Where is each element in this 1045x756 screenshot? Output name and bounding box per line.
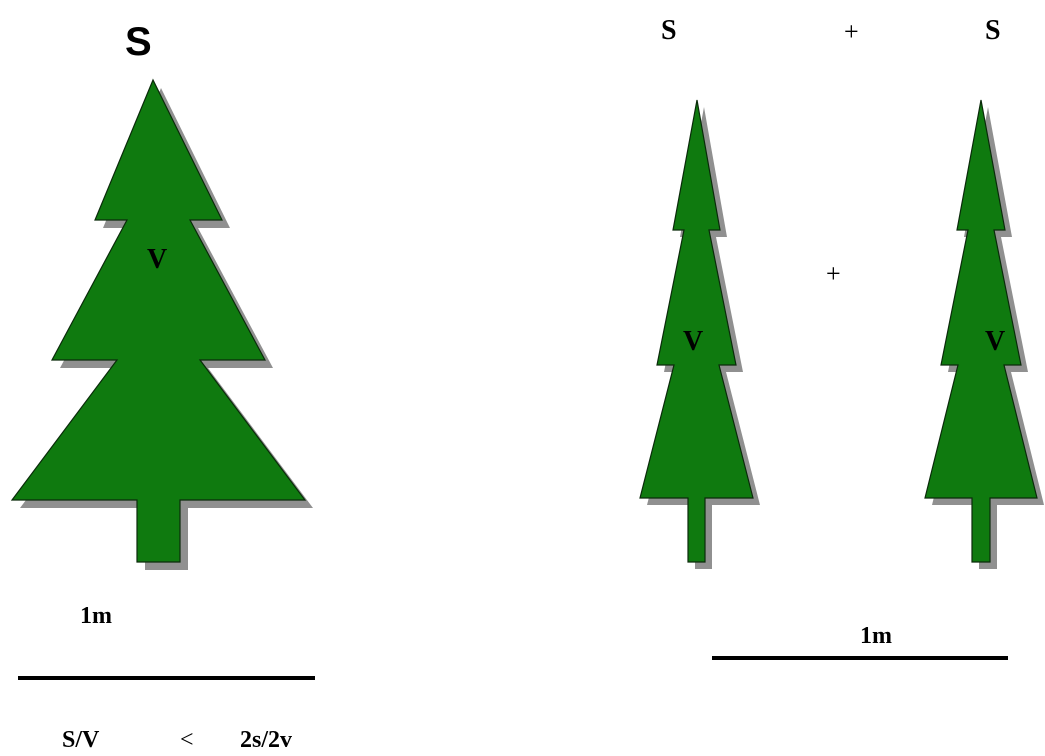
formula-lhs: S/V: [62, 727, 100, 753]
large-tree-surface-label: S: [125, 20, 152, 64]
large-tree-body: [10, 78, 307, 563]
plus-sign-middle: +: [826, 259, 841, 288]
right-scale-label: 1m: [860, 623, 892, 649]
large-tree: [10, 78, 313, 570]
small-tree-2-surface-label: S: [985, 15, 1001, 46]
formula-operator: <: [180, 727, 194, 753]
plus-sign-top: +: [844, 17, 859, 46]
small-tree-1-surface-label: S: [661, 15, 677, 46]
large-tree-volume-label: V: [147, 244, 168, 275]
small-tree-1-body: [639, 99, 754, 563]
small-tree-1: [639, 99, 760, 569]
formula-rhs: 2s/2v: [240, 727, 293, 753]
small-tree-2-volume-label: V: [985, 326, 1006, 357]
small-tree-2: [924, 99, 1044, 569]
small-tree-2-body: [924, 99, 1038, 563]
left-scale-label: 1m: [80, 603, 112, 629]
small-tree-1-volume-label: V: [683, 326, 704, 357]
